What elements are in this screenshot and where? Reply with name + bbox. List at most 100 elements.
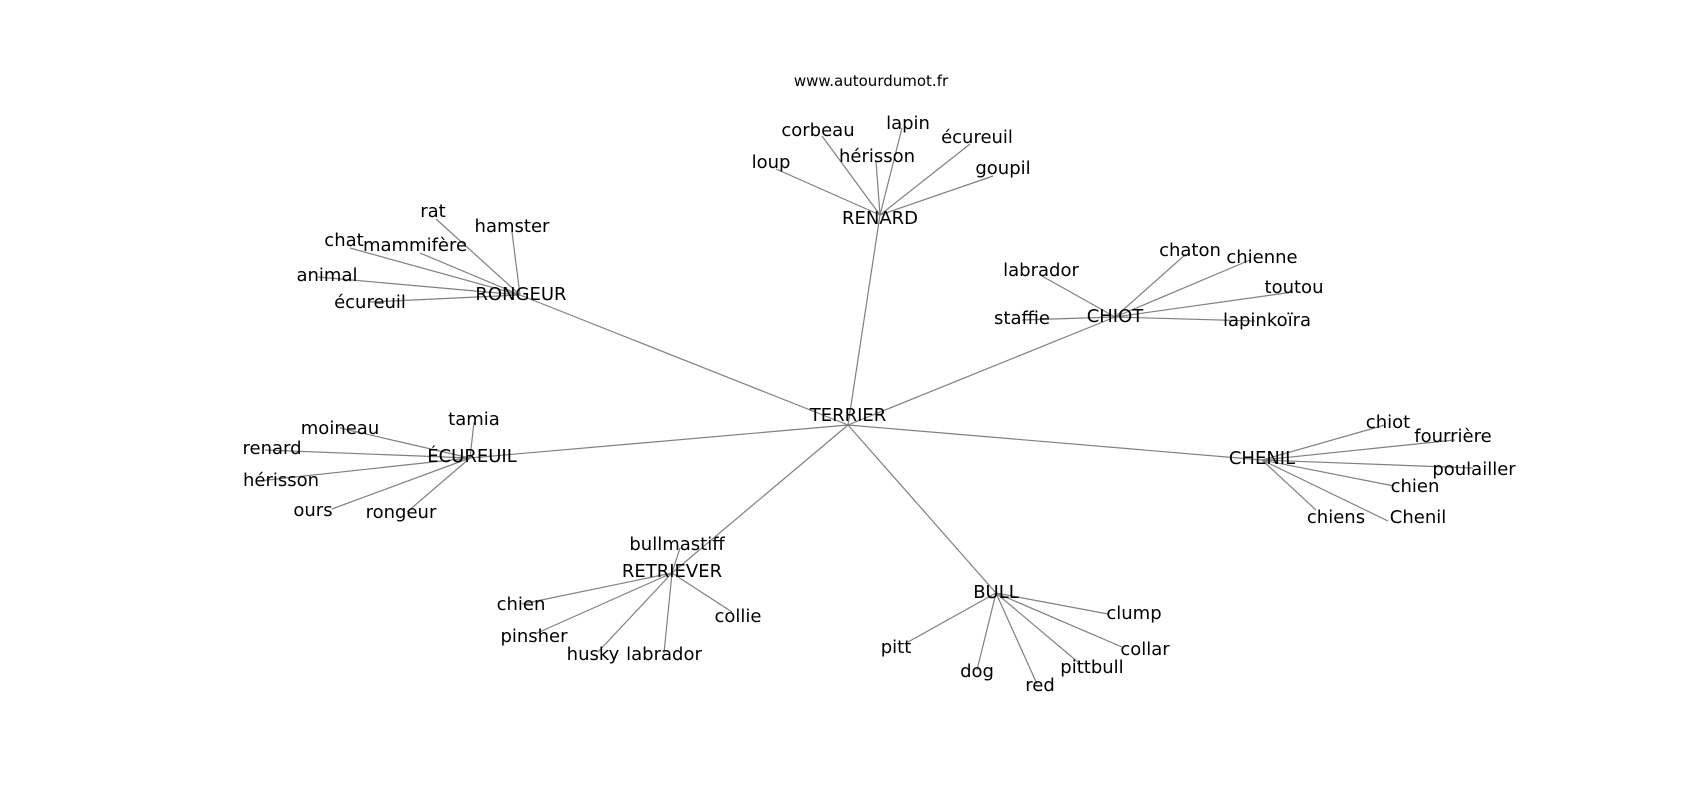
edge-root-hub (847, 214, 881, 426)
edge-root-hub (519, 294, 849, 426)
word-node-label: bullmastiff (629, 534, 725, 555)
root-node-label: TERRIER (809, 405, 887, 426)
edge-hub-word (995, 592, 1038, 685)
edge-hub-word (419, 252, 521, 296)
word-node-label: pitt (881, 637, 912, 658)
edge-hub-word (469, 421, 475, 459)
edge-hub-word (1114, 291, 1294, 318)
edge-hub-word (1021, 316, 1116, 321)
word-node-label: tamia (448, 409, 500, 430)
word-node-label: clump (1106, 603, 1161, 624)
edge-hub-word (521, 572, 673, 605)
word-node-label: pinsher (500, 626, 568, 647)
edge-root-hub (469, 424, 849, 459)
edge-hub-word (1261, 424, 1386, 461)
word-node-label: fourrière (1414, 426, 1491, 447)
edge-hub-word (1261, 459, 1317, 511)
edge-hub-word (671, 547, 681, 574)
word-node-label: hérisson (839, 146, 915, 167)
word-node-label: pittbull (1060, 657, 1123, 678)
edge-root-hub (847, 424, 997, 594)
edge-hub-word (534, 572, 673, 635)
edge-hub-word (331, 457, 471, 510)
edge-hub-word (406, 457, 471, 513)
word-node-label: Chenil (1390, 507, 1446, 528)
word-node-label: husky (567, 644, 620, 665)
word-node-label: poulailler (1432, 459, 1516, 480)
edge-hub-word (1261, 459, 1474, 469)
edge-hub-word (1114, 316, 1256, 322)
graph-labels: TERRIER RENARD corbeau lapin écureuil hérisso… (242, 113, 1516, 696)
edge-root-hub (671, 424, 849, 574)
word-node-label: collie (715, 606, 762, 627)
word-node-label: corbeau (781, 120, 854, 141)
word-node-label: moineau (301, 418, 379, 439)
word-node-label: hérisson (243, 470, 319, 491)
word-node-label: lapinkoïra (1223, 310, 1311, 331)
word-node-label: écureuil (941, 127, 1013, 148)
edge-hub-word (339, 427, 471, 459)
word-node-label: rat (420, 201, 446, 222)
word-node-label: goupil (975, 158, 1030, 179)
edge-hub-word (663, 572, 673, 654)
edge-hub-word (821, 135, 881, 216)
hub-node-label: CHENIL (1229, 448, 1295, 469)
edge-hub-word (671, 572, 733, 613)
edge-hub-word (349, 247, 521, 296)
word-node-label: ours (293, 500, 332, 521)
edge-hub-word (1261, 459, 1389, 522)
edge-hub-word (995, 592, 1123, 648)
edge-root-hub (847, 316, 1116, 426)
edge-hub-word (1041, 275, 1116, 318)
word-node-label: animal (296, 265, 357, 286)
hub-node-label: ÉCUREUIL (427, 445, 517, 467)
word-node-label: chiot (1366, 412, 1410, 433)
word-node-label: red (1025, 675, 1055, 696)
word-node-label: labrador (626, 644, 702, 665)
edge-hub-word (995, 592, 1109, 615)
hub-node-label: CHIOT (1087, 306, 1145, 327)
edge-hub-word (257, 457, 471, 482)
edge-hub-word (879, 143, 971, 216)
hub-node-label: RENARD (842, 208, 918, 229)
word-node-label: chienne (1226, 247, 1297, 268)
word-node-label: chat (324, 230, 363, 251)
edge-hub-word (976, 592, 997, 671)
edge-hub-word (1261, 459, 1395, 487)
edge-hub-word (597, 572, 673, 653)
hub-node-label: RONGEUR (475, 284, 566, 305)
edge-hub-word (511, 231, 521, 296)
edge-hub-word (775, 168, 881, 216)
source-credit: www.autourdumot.fr (793, 72, 949, 90)
word-node-label: mammifère (363, 235, 467, 256)
word-node-label: écureuil (334, 292, 406, 313)
word-node-label: rongeur (366, 502, 437, 523)
edge-hub-word (875, 160, 881, 216)
edge-hub-word (1261, 439, 1456, 461)
edge-hub-word (879, 175, 994, 216)
edge-hub-word (995, 592, 1080, 664)
word-node-label: dog (960, 661, 994, 682)
edge-hub-word (1114, 259, 1251, 318)
hub-node-label: BULL (973, 582, 1019, 603)
edge-hub-word (435, 218, 521, 296)
word-node-label: labrador (1003, 260, 1079, 281)
word-node-label: renard (242, 438, 301, 459)
edge-root-hub (847, 424, 1263, 461)
word-node-label: loup (752, 152, 791, 173)
word-node-label: lapin (886, 113, 930, 134)
edge-hub-word (879, 127, 903, 216)
graph-edges (257, 127, 1474, 685)
edge-hub-word (1114, 253, 1187, 318)
edge-hub-word (317, 276, 521, 296)
word-node-label: hamster (475, 216, 550, 237)
hub-node-label: RETRIEVER (622, 561, 722, 582)
word-node-label: collar (1120, 639, 1170, 660)
edge-hub-word (369, 294, 521, 303)
word-node-label: chien (1391, 476, 1440, 497)
word-node-label: chien (497, 594, 546, 615)
word-node-label: chiens (1307, 507, 1365, 528)
word-node-label: staffie (994, 308, 1050, 329)
edge-hub-word (907, 592, 997, 643)
